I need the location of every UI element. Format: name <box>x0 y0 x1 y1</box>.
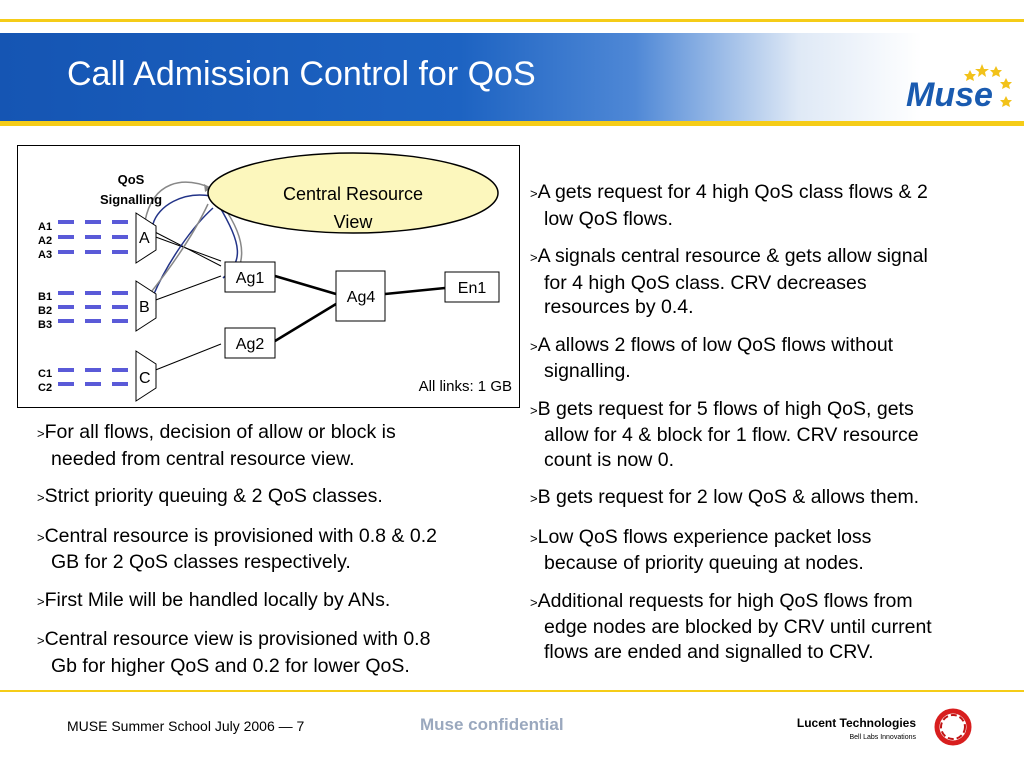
edge-node-b <box>135 280 157 332</box>
bullet-marker: > <box>37 426 45 441</box>
bullet-marker: > <box>530 594 538 610</box>
label-en1: En1 <box>458 280 487 297</box>
signal-b-up <box>152 207 214 297</box>
lucent-logo: Lucent Technologies Bell Labs Innovation… <box>797 708 972 746</box>
bullet-marker: > <box>37 529 45 545</box>
signal-a-up <box>144 181 212 222</box>
right-bullet-7: >Additional requests for high QoS flows … <box>530 589 932 663</box>
left-bullet-5: >Central resource view is provisioned wi… <box>37 628 431 677</box>
core-node-labels: Ag1 Ag2 Ag4 En1 <box>236 270 487 353</box>
flow-label-a2: A2 <box>38 235 52 247</box>
signal-b-down <box>147 203 209 297</box>
right-bullet-list: >A gets request for 4 high QoS class flo… <box>530 180 1010 677</box>
top-rule <box>0 19 1024 22</box>
edge-node-a <box>135 212 157 264</box>
left-bullet-4: >First Mile will be handled locally by A… <box>37 588 391 611</box>
bullet-marker: > <box>530 186 538 201</box>
bullet-marker: > <box>530 491 538 506</box>
right-bullet-5: >B gets request for 2 low QoS & allows t… <box>530 486 920 508</box>
links <box>152 230 222 372</box>
title-banner <box>0 33 1024 121</box>
flow-labels: A1 A2 A3 B1 B2 B3 C1 C2 <box>38 221 52 394</box>
qos-label-line2: Signalling <box>100 192 162 207</box>
core-links <box>274 274 446 343</box>
flow-label-b3: B3 <box>38 319 52 331</box>
footer-rule <box>0 690 1024 692</box>
muse-logo: Muse <box>906 64 1012 114</box>
link-b-ag1 <box>152 275 222 302</box>
edge-label-c: C <box>139 370 151 387</box>
node-ag4 <box>335 270 386 322</box>
qos-label-line1: QoS <box>118 172 145 187</box>
link-ag4-en1 <box>384 286 446 296</box>
label-ag1: Ag1 <box>236 270 265 287</box>
bullet-marker: > <box>530 250 538 265</box>
crv-label-line1: Central Resource <box>283 184 423 204</box>
diagram-canvas: Central Resource View QoS Signalling A1 … <box>38 152 512 402</box>
edge-node-c <box>135 350 157 402</box>
node-ag2 <box>224 327 276 359</box>
bullet-marker: > <box>530 338 538 354</box>
slide-title: Call Admission Control for QoS <box>67 55 536 93</box>
right-bullet-1: >A gets request for 4 high QoS class flo… <box>530 181 928 230</box>
bullet-marker: > <box>37 633 45 648</box>
edge-nodes <box>135 212 157 402</box>
left-bullet-list: >For all flows, decision of allow or blo… <box>37 420 512 691</box>
footer-confidential: Muse confidential <box>420 715 564 734</box>
stars-icon <box>964 64 1012 107</box>
footer-event: MUSE Summer School July 2006 — 7 <box>67 718 305 734</box>
crv-label-line2: View <box>334 212 374 232</box>
label-ag2: Ag2 <box>236 336 265 353</box>
edge-label-a: A <box>139 230 150 247</box>
bullet-marker: > <box>530 530 538 546</box>
network-diagram: Central Resource View QoS Signalling A1 … <box>17 145 520 408</box>
core-nodes <box>224 261 500 359</box>
flow-label-c1: C1 <box>38 368 52 380</box>
node-en1 <box>444 271 500 303</box>
central-resource-view-ellipse <box>207 152 499 234</box>
signal-a-down <box>152 194 212 225</box>
lucent-tagline-text: Bell Labs Innovations <box>849 734 916 741</box>
left-bullet-2: >Strict priority queuing & 2 QoS classes… <box>37 485 383 507</box>
link-c-ag2 <box>152 343 222 372</box>
flow-lines <box>58 220 136 386</box>
edge-node-labels: A B C <box>139 230 151 387</box>
innovation-ring-icon <box>934 708 972 746</box>
banner-rule <box>0 121 1024 126</box>
flow-label-a3: A3 <box>38 249 52 261</box>
link-ag2-ag4 <box>274 302 337 343</box>
flow-label-a1: A1 <box>38 221 52 233</box>
lucent-company-text: Lucent Technologies <box>797 716 916 730</box>
link-ag1-ag4 <box>274 274 337 296</box>
right-bullet-4: >B gets request for 5 flows of high QoS,… <box>530 397 919 471</box>
bullet-marker: > <box>37 593 45 609</box>
left-bullet-3: >Central resource is provisioned with 0.… <box>37 524 437 574</box>
bullet-marker: > <box>37 490 45 505</box>
flow-label-b2: B2 <box>38 305 52 317</box>
link-a-ag1-2 <box>152 235 222 262</box>
links-note: All links: 1 GB <box>419 378 512 395</box>
left-bullet-1: >For all flows, decision of allow or blo… <box>37 421 396 470</box>
right-bullet-3: >A allows 2 flows of low QoS flows witho… <box>530 333 894 383</box>
flow-label-b1: B1 <box>38 291 52 303</box>
label-ag4: Ag4 <box>347 289 376 306</box>
muse-logo-text: Muse <box>906 76 993 114</box>
right-bullet-2: >A signals central resource & gets allow… <box>530 245 928 318</box>
arrowhead-icon <box>204 184 211 192</box>
flow-label-c2: C2 <box>38 382 52 394</box>
bullet-marker: > <box>530 402 538 418</box>
edge-label-b: B <box>139 299 150 316</box>
node-ag1 <box>224 261 276 293</box>
